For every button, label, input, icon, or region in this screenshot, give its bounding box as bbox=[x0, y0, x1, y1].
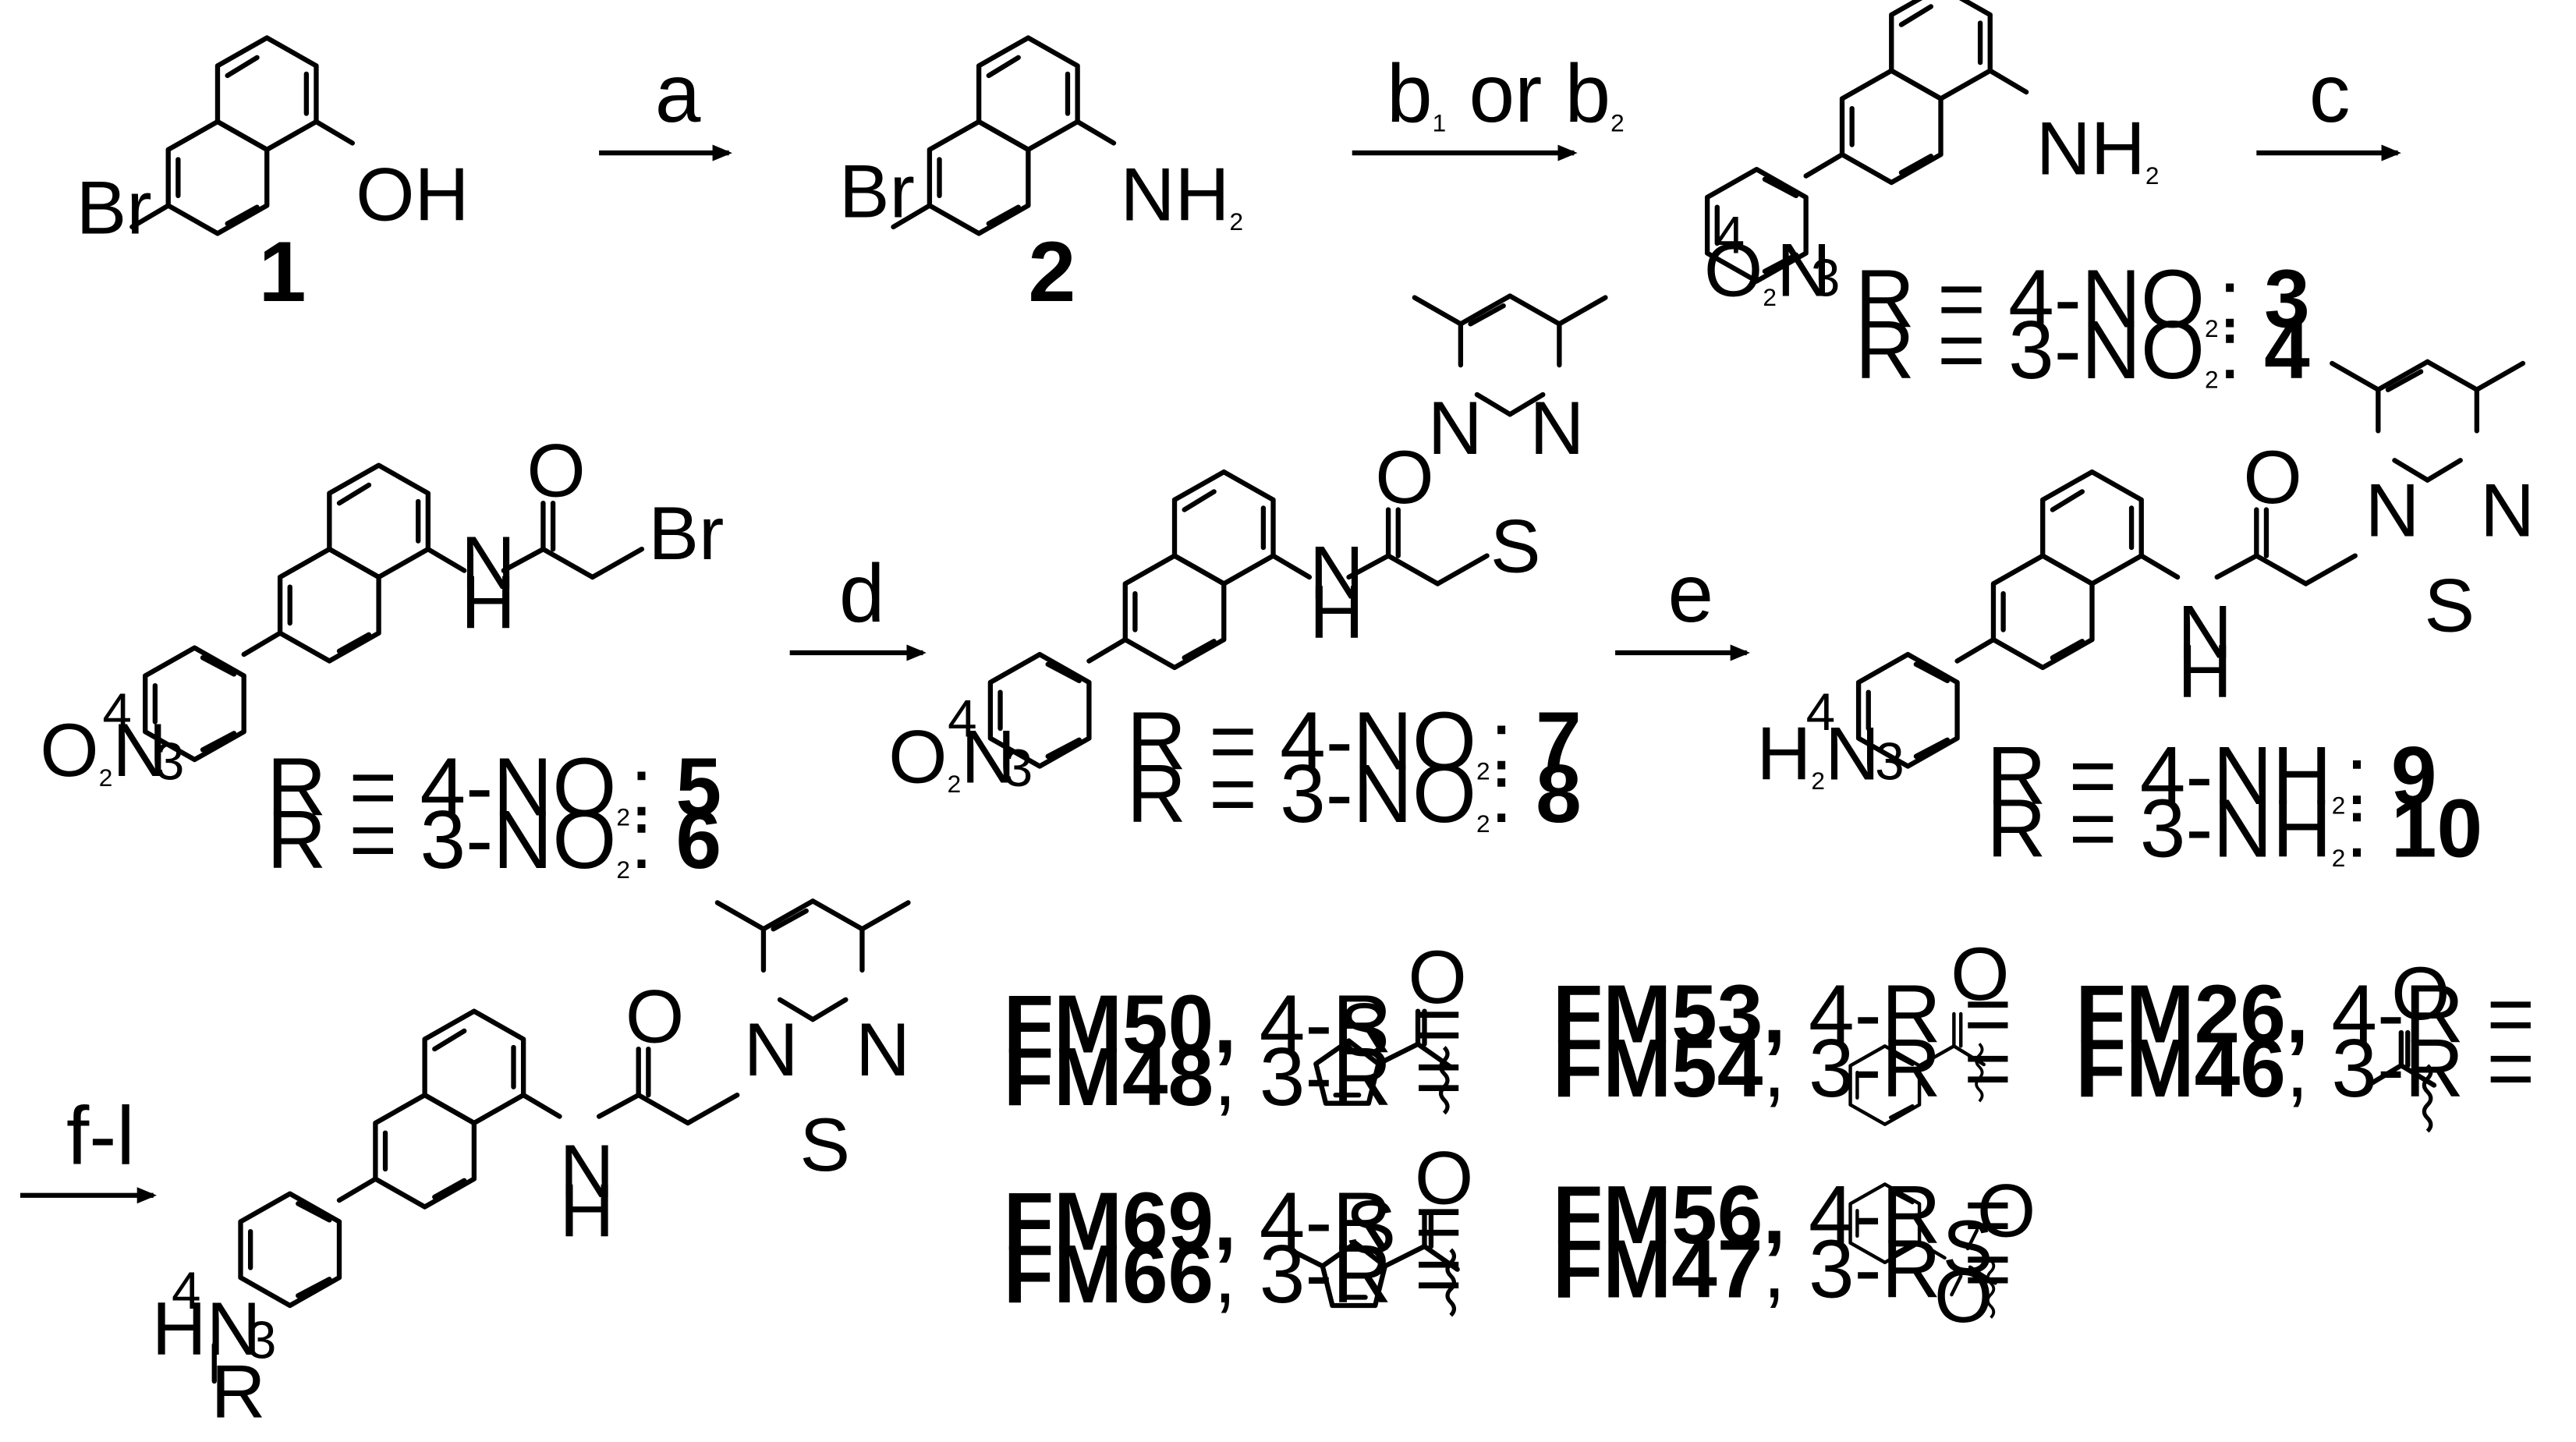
r-label-compound-10: R = 3-NH2: 10 bbox=[1987, 783, 2483, 874]
nh-label: N bbox=[1309, 530, 1364, 615]
methylthiophene-carbonyl-group bbox=[1287, 1210, 1460, 1317]
nh-label: N bbox=[560, 1128, 615, 1213]
sulfonyl-o-label: O bbox=[1977, 1167, 2036, 1252]
oxygen-label: O bbox=[2243, 434, 2301, 519]
position-3-label: 3 bbox=[247, 1311, 277, 1369]
thiophene-carbonyl-group bbox=[1313, 1008, 1454, 1115]
oxygen-label: O bbox=[526, 428, 585, 513]
carbonyl-o-label: O bbox=[1951, 931, 2009, 1016]
r-label-compound-9: R = 4-NH2: 9 bbox=[1987, 731, 2437, 822]
r-label-compound-7: R = 4-NO2: 7 bbox=[1127, 696, 1582, 788]
compound-7-8-structure bbox=[990, 296, 1606, 766]
fm54-label: FM54, 3-R = bbox=[1553, 1023, 2012, 1114]
fm26-label: FM26, 4-R = bbox=[2075, 969, 2535, 1061]
bromo-label: Br bbox=[839, 148, 915, 233]
hydroxyl-label: OH bbox=[356, 152, 469, 237]
step-c-label: c bbox=[2309, 48, 2351, 140]
r-label-compound-4: R = 3-NO2: 4 bbox=[1855, 305, 2310, 396]
step-a-label: a bbox=[655, 48, 701, 140]
compound-5-6-structure bbox=[145, 466, 645, 760]
fm46-label: FM46, 3-R = bbox=[2075, 1023, 2535, 1114]
fm56-label: FM56, 4-R = bbox=[1553, 1170, 2012, 1261]
fm50-label: FM50, 4-R = bbox=[1004, 979, 1463, 1070]
oxygen-label: O bbox=[625, 974, 684, 1059]
carbonyl-o-label: O bbox=[2391, 951, 2450, 1036]
compound-1-structure bbox=[129, 37, 356, 233]
carbonyl-o-label: O bbox=[1415, 1135, 1473, 1220]
r-label-compound-6: R = 3-NO2: 6 bbox=[267, 795, 721, 886]
oxygen-label: O bbox=[1375, 434, 1433, 519]
fm47-label: FM47, 3-R = bbox=[1553, 1224, 2012, 1315]
position-3-label: 3 bbox=[1811, 249, 1841, 307]
benzoyl-group bbox=[1851, 1012, 1986, 1125]
position-4-label: 4 bbox=[948, 690, 977, 749]
pyrimidine-n-label: N bbox=[1529, 385, 1584, 470]
pyrimidine-n-label: N bbox=[1428, 385, 1483, 470]
position-3-label: 3 bbox=[1004, 739, 1033, 798]
pyrimidine-n-label: N bbox=[744, 1007, 799, 1092]
r-label-compound-3: R = 4-NO2: 3 bbox=[1855, 254, 2310, 345]
compound-3-4-structure bbox=[1707, 0, 2029, 282]
position-4-label: 4 bbox=[102, 683, 132, 742]
nh-label: N bbox=[461, 520, 516, 605]
nitro-label: O2N bbox=[40, 707, 167, 792]
h-label: H bbox=[1309, 569, 1364, 654]
nitro-label: O2N bbox=[1704, 227, 1831, 312]
compound-9-10-structure bbox=[1858, 362, 2523, 767]
sulfur-label: S bbox=[799, 1102, 850, 1187]
h-label: H bbox=[560, 1167, 615, 1252]
compound-2-structure bbox=[891, 37, 1117, 233]
position-3-label: 3 bbox=[155, 732, 185, 791]
position-3-label: 3 bbox=[1875, 732, 1905, 791]
thiophene-s-label: S bbox=[1339, 987, 1390, 1072]
phenylsulfonyl-group bbox=[1851, 1184, 1997, 1319]
sulfur-label: S bbox=[2424, 563, 2475, 648]
nitro-label: O2N bbox=[888, 714, 1015, 799]
r-label-compound-8: R = 3-NO2: 8 bbox=[1127, 749, 1582, 840]
amine-label: NH2 bbox=[2036, 105, 2160, 190]
bromo-label: Br bbox=[76, 165, 152, 250]
sulfonyl-o-label: O bbox=[1934, 1253, 1993, 1338]
h-label: H bbox=[461, 559, 516, 644]
nh-label: N bbox=[2177, 589, 2232, 674]
fm48-label: FM48, 3-R = bbox=[1004, 1032, 1463, 1123]
thiophene-s-label: S bbox=[1345, 1185, 1396, 1270]
bromo-label: Br bbox=[648, 491, 724, 576]
amine-label: NH2 bbox=[1120, 152, 1243, 237]
sulfur-label: S bbox=[1490, 504, 1541, 589]
fm53-label: FM53, 4-R = bbox=[1553, 969, 2012, 1061]
sulfonyl-s-label: S bbox=[1943, 1204, 1993, 1289]
step-b-label: b1 or b2 bbox=[1387, 48, 1625, 140]
compound-1-number: 1 bbox=[259, 225, 306, 320]
step-d-label: d bbox=[839, 548, 885, 640]
position-4-label: 4 bbox=[1806, 683, 1836, 742]
pyrimidine-n-label: N bbox=[2480, 467, 2535, 552]
carbonyl-o-label: O bbox=[1408, 934, 1466, 1019]
position-4-label: 4 bbox=[172, 1262, 201, 1320]
r-label-compound-5: R = 4-NO2: 5 bbox=[267, 742, 721, 834]
h-label: H bbox=[2177, 629, 2232, 714]
acetyl-group bbox=[2365, 1029, 2437, 1133]
pyrimidine-n-label: N bbox=[856, 1007, 910, 1092]
step-e-label: e bbox=[1668, 548, 1714, 640]
aniline-label: H2N bbox=[1756, 710, 1880, 795]
final-product-structure bbox=[211, 901, 909, 1384]
compound-2-number: 2 bbox=[1028, 225, 1075, 320]
step-f-l-label: f-l bbox=[66, 1091, 135, 1182]
position-4-label: 4 bbox=[1716, 207, 1745, 265]
hn-label: HN bbox=[152, 1286, 261, 1371]
r-group-label: R bbox=[211, 1348, 266, 1433]
pyrimidine-n-label: N bbox=[2365, 467, 2419, 552]
